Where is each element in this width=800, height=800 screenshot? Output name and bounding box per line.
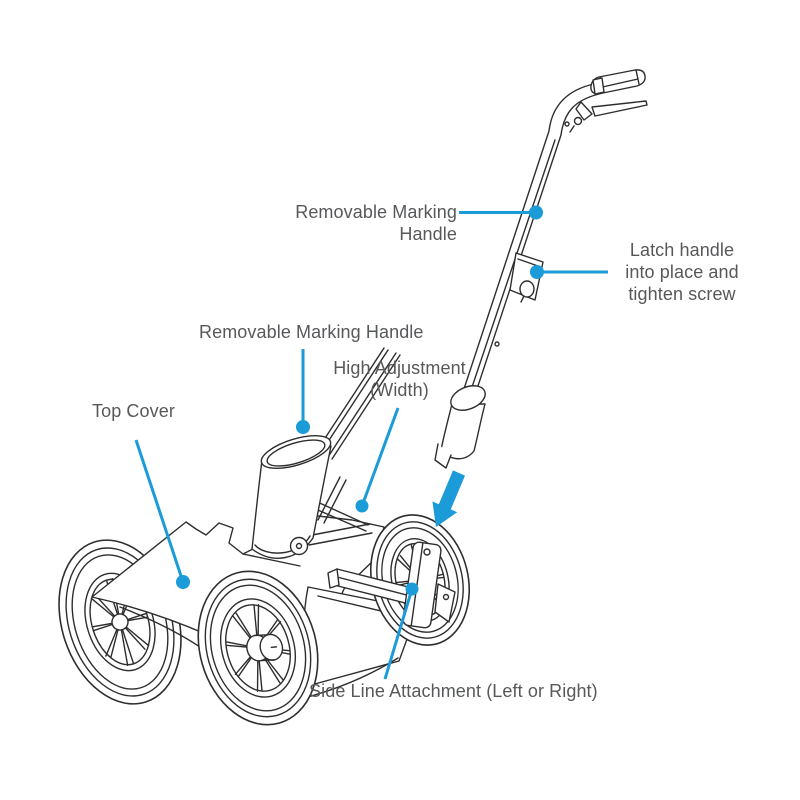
callout-dot-high-adjustment	[355, 499, 369, 513]
label-removable-marking-handle-top: Removable Marking Handle	[295, 202, 457, 244]
handle-grip	[590, 69, 646, 95]
label-side-line-attachment: Side Line Attachment (Left or Right)	[309, 681, 598, 701]
label-high-adjustment-line2: (Width)	[370, 380, 429, 400]
side-line-attachment	[327, 541, 456, 629]
removable-handle-line-art	[434, 69, 648, 469]
label-high-adjustment-line1: High Adjustment	[333, 358, 466, 378]
label-removable-marking-handle-socket: Removable Marking Handle	[199, 322, 424, 342]
label-latch-line1: Latch handle	[629, 240, 735, 260]
label-latch-handle: Latch handle into place and tighten scre…	[602, 239, 762, 305]
handle-latch	[509, 252, 544, 303]
handle-socket-tube	[251, 435, 332, 559]
down-left-arrow-icon	[432, 470, 465, 527]
label-latch-line2: into place and	[625, 262, 739, 282]
callout-dot-removable-handle-top	[529, 205, 543, 220]
front-wheel	[197, 570, 319, 726]
handle-trigger	[569, 100, 648, 133]
label-latch-line3: tighten screw	[628, 284, 736, 304]
leader-side-line	[383, 588, 414, 680]
callout-dot-top-cover	[176, 575, 190, 589]
callouts	[134, 205, 608, 680]
handle-socket-collar	[434, 385, 486, 469]
socket-struts	[315, 347, 401, 460]
cart-line-art	[58, 347, 471, 726]
callout-dot-side-line	[405, 582, 419, 596]
cover-crease	[242, 553, 301, 567]
label-high-adjustment: High Adjustment (Width)	[322, 357, 477, 401]
callout-dot-latch	[530, 265, 544, 279]
leader-top-cover	[134, 439, 185, 583]
label-top-cover: Top Cover	[92, 401, 175, 421]
frame-bars	[306, 476, 373, 546]
leader-high-adjustment	[360, 407, 400, 507]
handle-shaft	[460, 83, 600, 402]
callout-dot-removable-handle-socket	[296, 420, 310, 434]
